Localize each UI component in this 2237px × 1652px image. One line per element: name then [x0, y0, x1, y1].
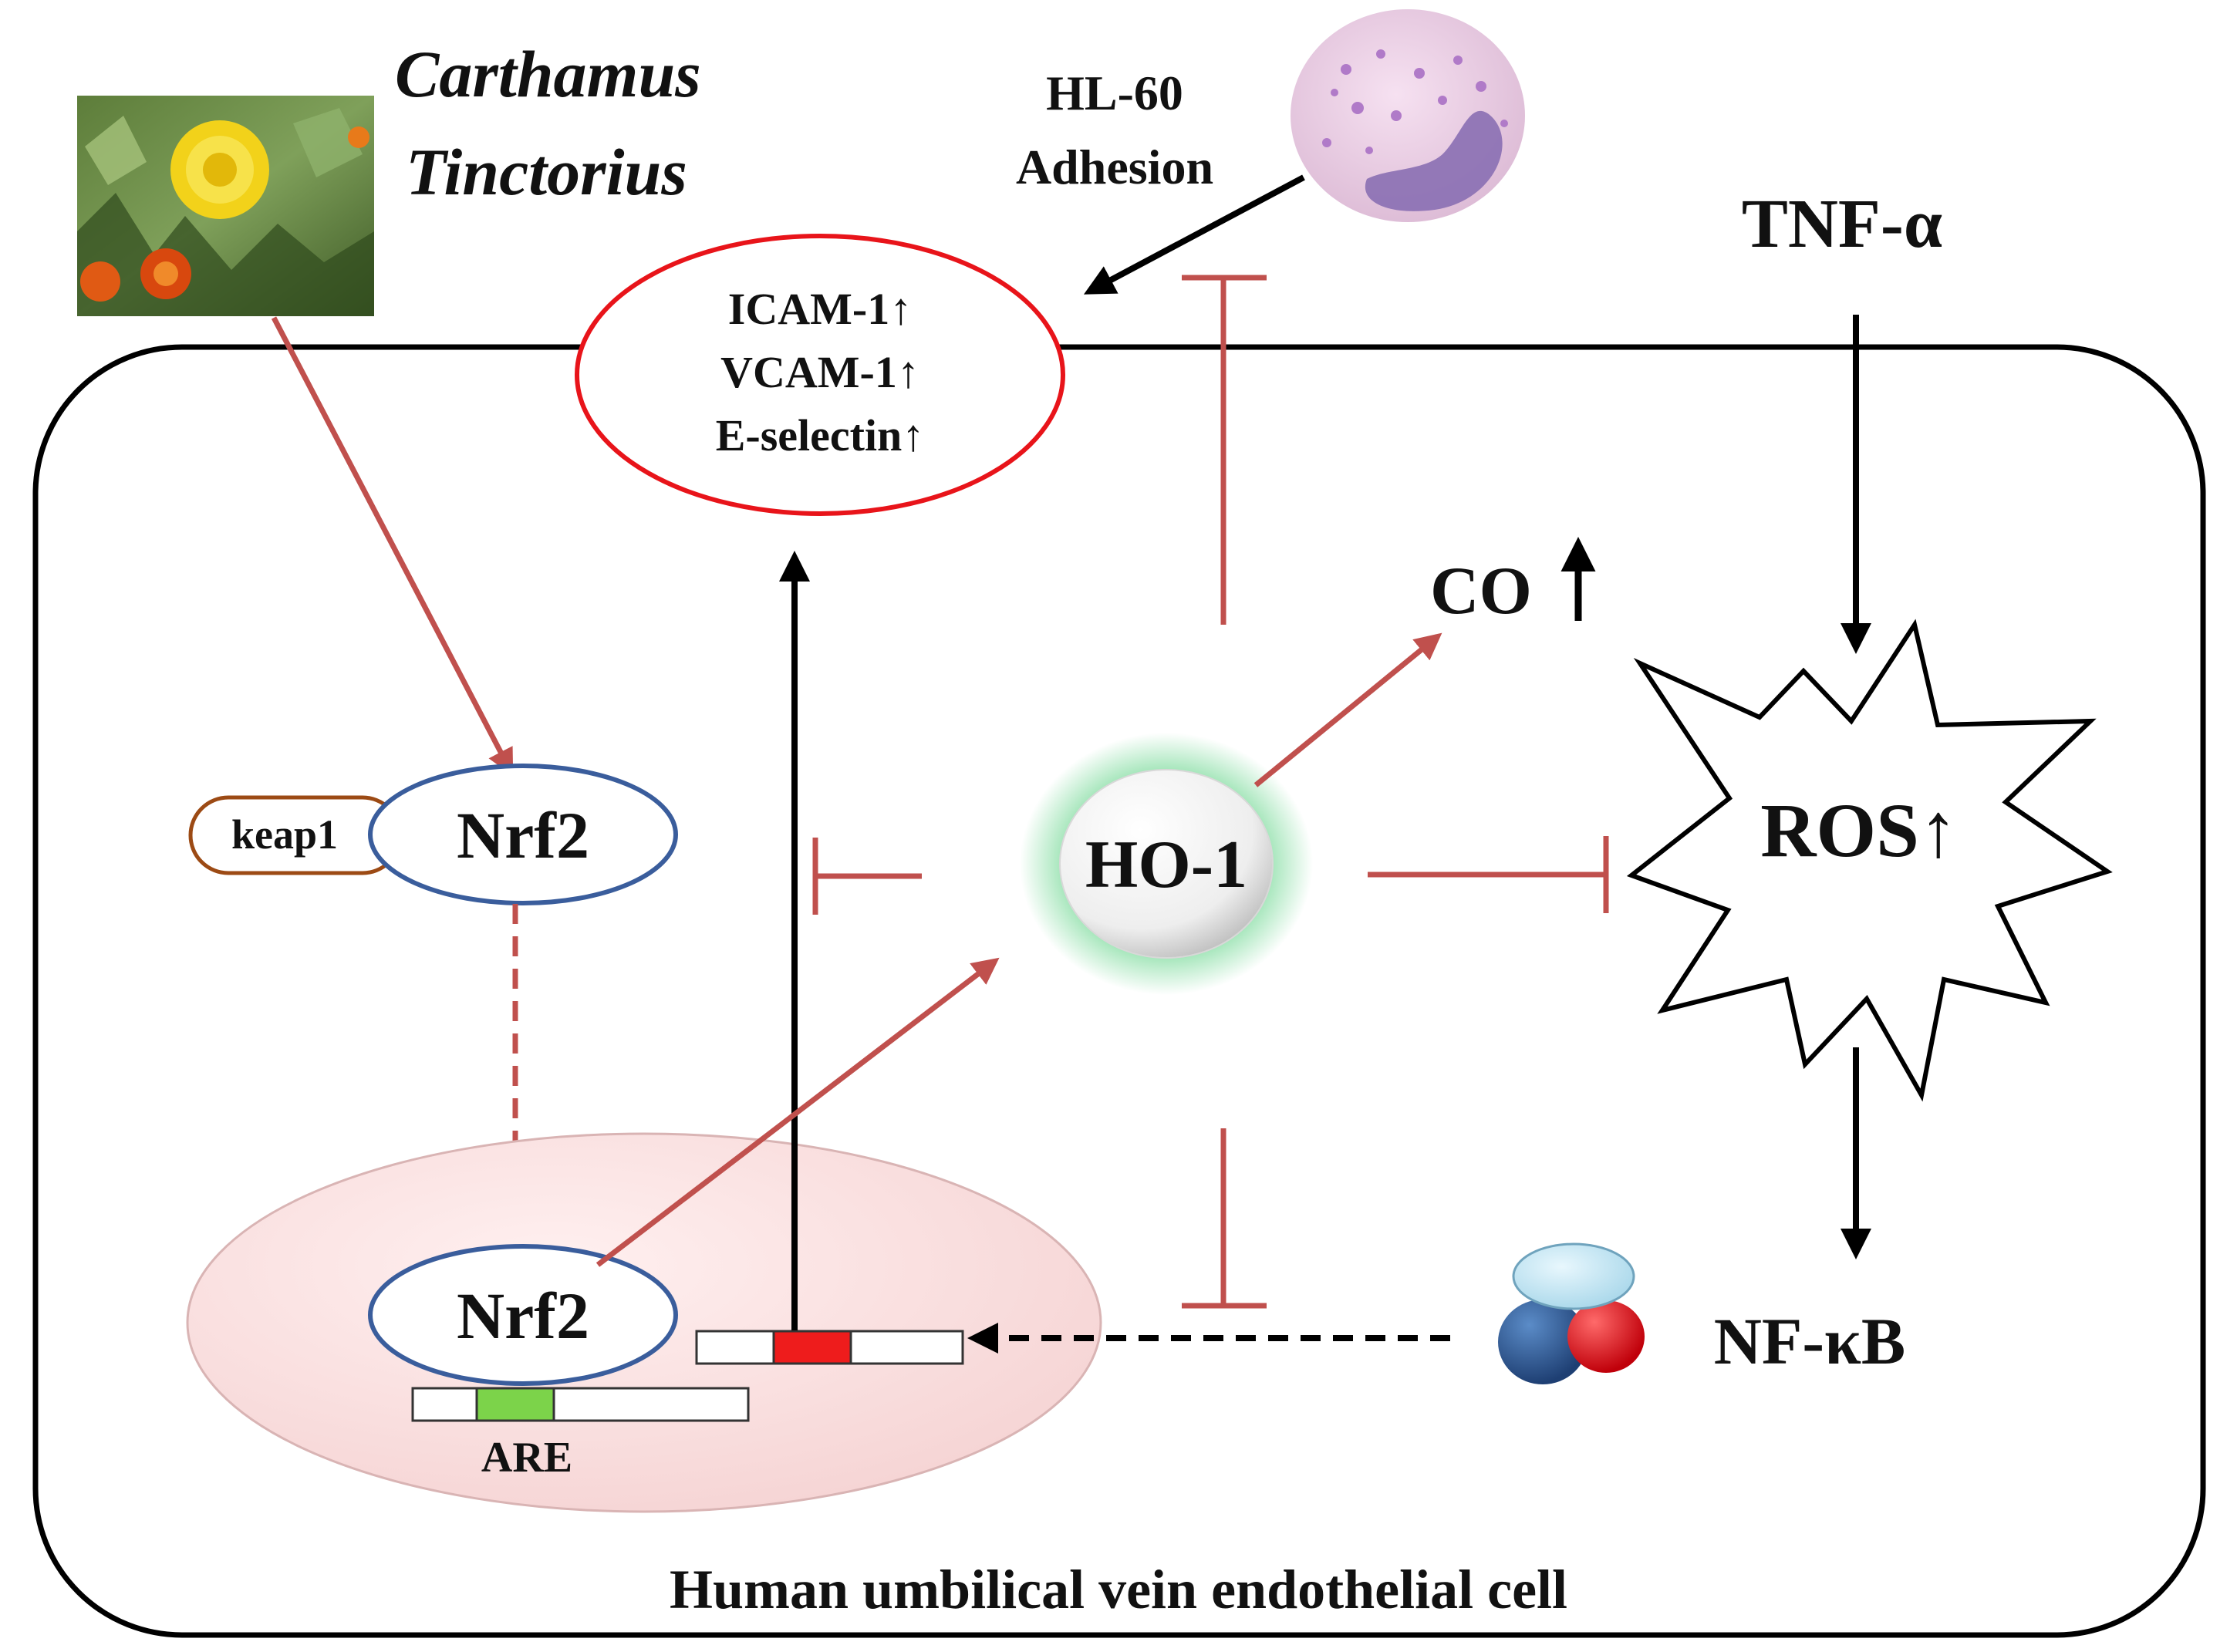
co-label: CO: [1430, 554, 1532, 629]
tnf-alpha-label: TNF-α: [1742, 186, 1942, 262]
nrf2-cytoplasm-ellipse: [368, 764, 678, 905]
nrf2-cytoplasm-label: Nrf2: [457, 798, 589, 872]
ho1-inhibits-adhesion-bar: [1182, 275, 1267, 625]
ho1-node: [1020, 733, 1313, 995]
vcam-1-label: VCAM-1↑: [720, 347, 919, 397]
hl60-label-line1: HL-60: [1046, 66, 1183, 120]
safflower-photo: [77, 96, 374, 316]
safflower-bloom-icon: [170, 120, 269, 219]
ho1-inhibits-gene-expression-bar: [812, 838, 922, 915]
keap1-label: keap1: [231, 811, 338, 858]
adhesion-gene-bar: [695, 1330, 964, 1365]
plant-to-nrf2-arrow: [271, 316, 514, 777]
hl60-cell-icon: [1291, 9, 1525, 222]
are-label: ARE: [481, 1434, 572, 1482]
cell-caption: Human umbilical vein endothelial cell: [670, 1559, 1567, 1620]
icam-1-label: ICAM-1↑: [728, 284, 912, 334]
plant-name-line1: Carthamus: [395, 37, 701, 111]
ho1-label: HO-1: [1085, 828, 1247, 902]
nfkb-label: NF-κB: [1714, 1304, 1905, 1378]
ros-label: ROS↑: [1760, 787, 1958, 873]
plant-name-line2: Tinctorius: [406, 135, 687, 209]
nfkb-complex-icon: [1498, 1242, 1645, 1384]
hl60-adhesion-arrow: [1083, 174, 1305, 295]
hl60-label-line2: Adhesion: [1016, 140, 1213, 194]
are-dna-bar: [411, 1387, 750, 1422]
e-selectin-label: E-selectin↑: [716, 410, 925, 460]
nrf2-nucleus-ellipse: [368, 1244, 678, 1386]
ros-starburst: [1626, 619, 2113, 1102]
ho1-inhibits-ros-bar: [1368, 836, 1609, 913]
ho1-to-co-arrow: [1253, 632, 1442, 787]
cell-membrane: [32, 344, 2206, 1638]
ho1-inhibits-nfkb-bar: [1182, 1128, 1267, 1309]
adhesion-molecules-ellipse: [575, 234, 1065, 516]
nrf2-to-ho1-arrow: [596, 957, 1000, 1267]
nrf2-nucleus-label: Nrf2: [457, 1279, 589, 1353]
